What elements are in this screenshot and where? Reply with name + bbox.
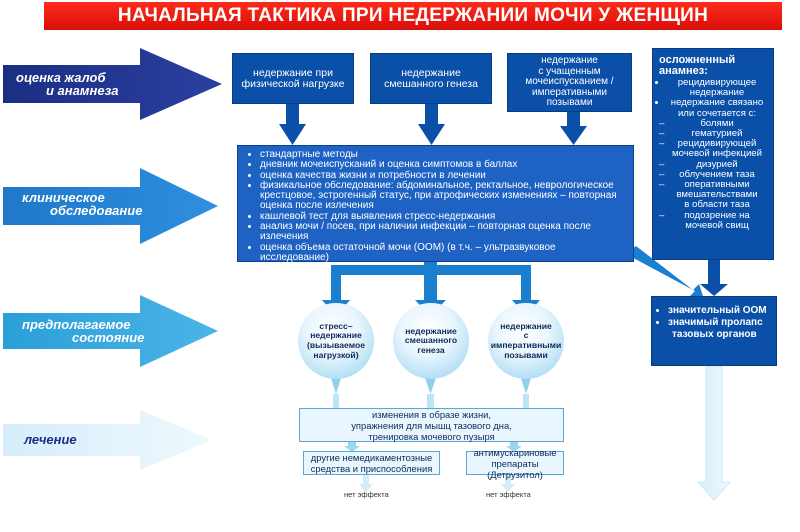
box-line: позывами [546, 97, 593, 109]
treatment-nondrug-box: другие немедикаментозные средства и прис… [303, 451, 440, 475]
title-line: анамнез: [659, 65, 708, 77]
stage-arrow-assessment [3, 48, 222, 120]
clinical-item: физикальное обследование: абдоминальное,… [260, 180, 627, 212]
circle-line: с императивными [490, 330, 562, 350]
branch-bar [331, 265, 531, 275]
state-mixed: недержание смешанного генеза [393, 303, 469, 379]
tbox-line: изменения в образе жизни, [371, 408, 491, 420]
circle-drop-2 [424, 375, 437, 394]
box-line: физической нагрузке [241, 77, 345, 90]
complicated-item: болями [667, 118, 767, 129]
title-banner: НАЧАЛЬНАЯ ТАКТИКА ПРИ НЕДЕРЖАНИИ МОЧИ У … [44, 2, 782, 30]
box-line: мочеиспусканием / [525, 76, 614, 88]
stage-line: обследование [50, 203, 143, 218]
circle-line: (вызываемое [307, 340, 365, 350]
tbox-line: другие немедикаментозные [310, 452, 433, 463]
specialist-referral-box: значительный ООМ значимый пролапстазовых… [651, 296, 777, 366]
circle-line: позывами [504, 349, 548, 360]
complicated-item: гематурией [667, 128, 767, 139]
complicated-title: осложненный анамнез: [659, 55, 767, 77]
result-list: значительный ООМ значимый пролапстазовых… [658, 305, 772, 341]
clinical-item: оценка объема остаточной мочи (ООМ) (в т… [260, 242, 627, 264]
arrow-down-3 [560, 112, 587, 145]
treatment-antimuscarinic-box: антимускариновые препараты (Детрузитол) [466, 447, 564, 480]
box-line: недержание [541, 55, 598, 67]
box-line: императивными [531, 86, 607, 98]
state-urge: недержание с императивными позывами [488, 303, 564, 379]
circle-line: нагрузкой) [313, 349, 359, 360]
stage-label-clinical: клиническое обследование [22, 191, 142, 217]
tbox-line: препараты (Детрузитол) [487, 457, 543, 480]
stage-line: оценка жалоб [16, 70, 106, 85]
arrow-to-result [626, 246, 704, 299]
clinical-item: анализ мочи / посев, при наличии инфекци… [260, 222, 627, 243]
complicated-item: дизурией [667, 159, 767, 170]
stage-arrow-presumed [3, 295, 218, 367]
circle-line: стресс– [319, 320, 353, 331]
box-line: недержание при [253, 66, 333, 79]
arrow-no-effect-right [501, 475, 515, 492]
stage-label-assessment: оценка жалоб и анамнеза [16, 71, 118, 97]
box-line: недержание [401, 66, 461, 79]
complicated-anamnesis-box: осложненный анамнез: рецидивирующеенедер… [652, 48, 774, 260]
box-line: с учащенным [538, 65, 601, 77]
no-effect-left: нет эффекта [344, 490, 389, 499]
drop-stem-2 [427, 394, 434, 408]
stage-line: лечение [24, 432, 77, 447]
stage-line: и анамнеза [46, 83, 119, 98]
circle-drop-1 [330, 375, 342, 394]
circle-drop-3 [520, 375, 532, 394]
stage-line: состояние [72, 330, 145, 345]
circle-line: недержание [500, 320, 552, 331]
stage-line: предполагаемое [22, 317, 131, 332]
title-line: осложненный [659, 54, 736, 66]
box-line: смешанного генеза [384, 77, 478, 90]
tbox-line: тренировка мочевого пузыря [368, 430, 495, 442]
clinical-list: стандартные методы дневник мочеиспускани… [248, 149, 627, 264]
arrow-to-nondrug [344, 442, 360, 452]
arrow-to-antimusc [506, 442, 522, 452]
tbox-line: упражнения для мышц тазового дна, [351, 419, 512, 431]
tbox-line: средства и приспособления [310, 463, 433, 474]
result-item: значительный ООМ [668, 305, 772, 317]
clinical-item: оценка качества жизни и потребности в ле… [260, 170, 627, 181]
complaint-mixed: недержание смешанного генеза [370, 53, 492, 104]
drop-stem-3 [523, 394, 529, 408]
arrow-down-2 [418, 104, 445, 145]
clinical-item: стандартные методы [260, 149, 627, 160]
treatment-lifestyle-box: изменения в образе жизни, упражнения для… [299, 408, 564, 442]
circle-line: недержание [405, 325, 457, 336]
tbox-line: антимускариновые [473, 446, 557, 458]
clinical-item: кашлевой тест для выявления стресс-недер… [260, 211, 627, 222]
complaint-urge: недержание с учащенным мочеиспусканием /… [507, 53, 632, 112]
circle-line: смешанного [404, 335, 458, 346]
drop-stem-1 [333, 394, 339, 408]
stage-line: клиническое [22, 190, 105, 205]
arrow-result-down [696, 365, 732, 501]
circle-line: недержание [310, 330, 362, 341]
arrow-complicated-down [700, 260, 728, 296]
arrow-down-1 [279, 104, 306, 145]
state-stress: стресс– недержание (вызываемое нагрузкой… [298, 303, 374, 379]
stage-label-treatment: лечение [24, 433, 77, 446]
arrow-no-effect-left [359, 475, 373, 492]
page-title: НАЧАЛЬНАЯ ТАКТИКА ПРИ НЕДЕРЖАНИИ МОЧИ У … [117, 5, 709, 26]
clinical-exam-box: стандартные методы дневник мочеиспускани… [237, 145, 634, 264]
complicated-item: облучением таза [667, 169, 767, 180]
stage-label-presumed: предполагаемое состояние [22, 318, 144, 344]
stage-arrow-treatment [3, 410, 212, 470]
clinical-item: дневник мочеиспусканий и оценка симптомо… [260, 159, 627, 170]
stage-arrow-clinical [3, 168, 218, 244]
no-effect-right: нет эффекта [486, 490, 531, 499]
circle-line: генеза [417, 344, 445, 355]
complaint-stress: недержание при физической нагрузке [232, 53, 354, 104]
